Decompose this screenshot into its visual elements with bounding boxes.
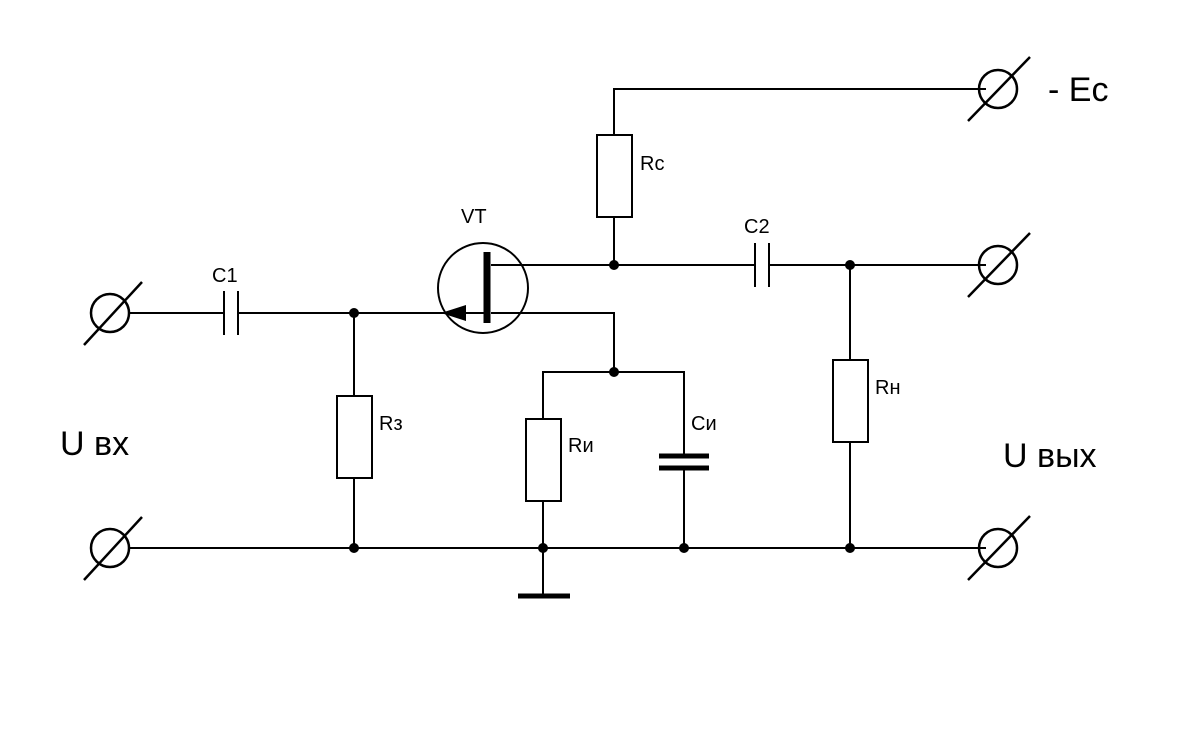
label-rc: Rc xyxy=(640,153,664,175)
label-vt: VT xyxy=(461,206,487,228)
terminal-supply xyxy=(967,56,1031,122)
resistor-rc xyxy=(596,134,633,218)
junctions xyxy=(349,260,855,553)
label-ci: Cи xyxy=(691,413,717,435)
terminal-output-top xyxy=(967,232,1031,298)
label-ri: Rи xyxy=(568,435,594,457)
capacitor-ci xyxy=(659,453,709,471)
label-rz: Rз xyxy=(379,413,403,435)
label-u-in: U вх xyxy=(60,425,129,463)
transistor-vt xyxy=(437,242,529,334)
wires xyxy=(129,88,986,597)
label-u-out: U вых xyxy=(1003,437,1097,475)
terminal-output-bottom xyxy=(967,515,1031,581)
label-rn: Rн xyxy=(875,377,901,399)
capacitor-c2 xyxy=(754,243,770,287)
label-c1: C1 xyxy=(212,265,238,287)
terminal-input-bottom xyxy=(83,516,143,581)
label-supply: - Ec xyxy=(1048,71,1108,109)
resistor-ri xyxy=(525,418,562,502)
label-c2: C2 xyxy=(744,216,770,238)
terminal-input-top xyxy=(83,281,143,346)
resistor-rz xyxy=(336,395,373,479)
resistor-rn xyxy=(832,359,869,443)
capacitor-c1 xyxy=(223,291,239,335)
